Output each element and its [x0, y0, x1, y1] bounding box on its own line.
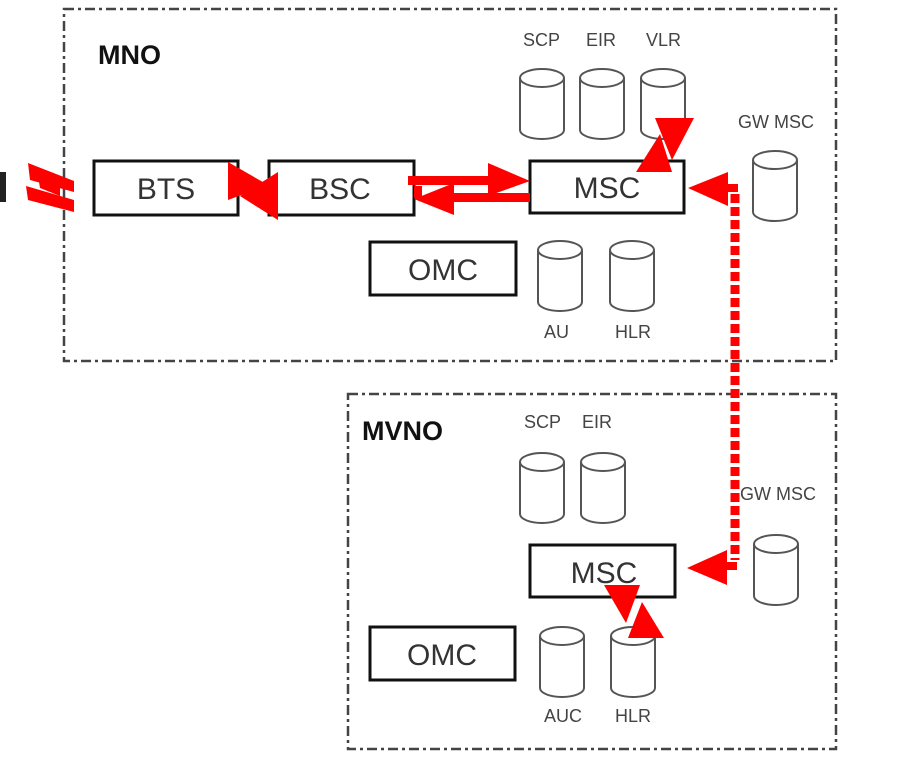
vlr-msc-arrow	[636, 118, 694, 172]
mno-omc-box[interactable]	[368, 240, 518, 297]
mno-au-database-icon	[537, 240, 583, 312]
mvno-omc-box[interactable]	[368, 625, 517, 682]
mno-omc-label: OMC	[408, 254, 478, 287]
mno-vlr-label: VLR	[646, 30, 681, 50]
air-interface-arrow	[0, 163, 74, 212]
mno-scp-label: SCP	[523, 30, 560, 50]
mno-eir-database-icon	[579, 68, 625, 140]
mno-eir-label: EIR	[586, 30, 616, 50]
mno-gw-msc-label: GW MSC	[738, 112, 814, 132]
gw-msc-to-mno-msc-arrow	[688, 172, 738, 206]
bsc-msc-arrow	[408, 163, 530, 215]
bts-bsc-arrow	[228, 162, 278, 220]
mvno-hlr-label: HLR	[615, 706, 651, 726]
mvno-title: MVNO	[362, 416, 443, 446]
mvno-eir-database-icon	[580, 452, 626, 524]
mvno-gw-msc-database-icon	[753, 534, 799, 606]
mno-hlr-label: HLR	[615, 322, 651, 342]
mvno-msc-hlr-arrow	[604, 585, 664, 638]
mvno-gw-msc-label: GW MSC	[740, 484, 816, 504]
mvno-auc-database-icon	[539, 626, 585, 698]
mno-scp-database-icon	[519, 68, 565, 140]
mno-bsc-label: BSC	[309, 173, 371, 206]
mvno-omc-label: OMC	[407, 639, 477, 672]
gw-to-mvno-msc-arrowhead	[687, 550, 727, 585]
mvno-auc-label: AUC	[544, 706, 582, 726]
mvno-scp-label: SCP	[524, 412, 561, 432]
mno-au-label: AU	[544, 322, 569, 342]
mvno-eir-label: EIR	[582, 412, 612, 432]
mno-hlr-database-icon	[609, 240, 655, 312]
mno-gw-msc-database-icon	[752, 150, 798, 222]
mno-title: MNO	[98, 40, 161, 70]
mno-msc-label: MSC	[574, 172, 641, 205]
mno-bts-label: BTS	[137, 173, 195, 206]
mvno-scp-database-icon	[519, 452, 565, 524]
mvno-msc-box[interactable]	[528, 543, 677, 599]
mvno-boundary	[346, 392, 838, 751]
mvno-msc-label: MSC	[571, 557, 638, 590]
